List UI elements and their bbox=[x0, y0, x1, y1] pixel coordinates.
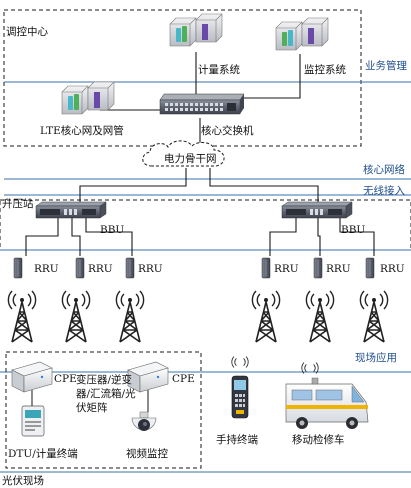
core-network-label: 核心网络 bbox=[363, 164, 405, 176]
power-backbone-label: 电力骨干网 bbox=[164, 153, 217, 165]
cpe-device-icon bbox=[11, 361, 53, 393]
rru-unit-icon bbox=[125, 257, 135, 279]
cpe-left-label: CPE bbox=[54, 373, 77, 385]
video-monitor-label: 视频监控 bbox=[126, 448, 168, 460]
dispatch-center-zone bbox=[3, 9, 362, 147]
inverter-group-label: 变压器/逆变器/汇流箱/光伏矩阵 bbox=[76, 374, 136, 414]
monitoring-system-servers bbox=[275, 17, 329, 51]
field-application-label: 现场应用 bbox=[355, 352, 397, 364]
rru-unit-icon bbox=[13, 257, 23, 279]
connection-wires bbox=[25, 52, 375, 256]
pv-site-zone bbox=[5, 351, 202, 469]
antenna-tower-icon bbox=[115, 290, 145, 343]
metering-system-servers bbox=[169, 13, 223, 47]
rru-unit-icon bbox=[261, 257, 271, 279]
meter-terminal-icon bbox=[21, 405, 45, 437]
rru-label: RRU bbox=[138, 263, 163, 275]
van-icon bbox=[285, 362, 369, 429]
bbu-unit-icon bbox=[35, 201, 107, 219]
dispatch-center-label: 调控中心 bbox=[6, 26, 48, 38]
bbu-right-label: BBU bbox=[341, 224, 366, 236]
business-mgmt-label: 业务管理 bbox=[365, 60, 407, 72]
rru-label: RRU bbox=[88, 263, 113, 275]
substation-label: 升压站 bbox=[2, 198, 34, 210]
monitoring-system-label: 监控系统 bbox=[304, 64, 346, 76]
mobile-repair-van-label: 移动检修车 bbox=[292, 434, 345, 446]
wireless-access-label: 无线接入 bbox=[363, 185, 405, 197]
cloud-icon bbox=[142, 140, 225, 167]
network-switch-icon bbox=[159, 93, 245, 115]
dtu-terminal-label: DTU/计量终端 bbox=[8, 448, 78, 460]
antenna-tower-icon bbox=[7, 290, 37, 343]
rru-unit-icon bbox=[365, 257, 375, 279]
cpe-right-label: CPE bbox=[172, 373, 195, 385]
bbu-left-label: BBU bbox=[100, 224, 125, 236]
rru-label: RRU bbox=[274, 263, 299, 275]
zone-dividers bbox=[0, 9, 411, 473]
handheld-terminal-icon bbox=[231, 356, 249, 419]
antenna-tower-icon bbox=[251, 290, 281, 343]
core-switch-label: 核心交换机 bbox=[201, 125, 254, 137]
rru-unit-icon bbox=[313, 257, 323, 279]
bbu-unit-icon bbox=[281, 201, 353, 219]
dome-camera-icon bbox=[131, 411, 157, 431]
antenna-tower-icon bbox=[305, 290, 335, 343]
rru-label: RRU bbox=[326, 263, 351, 275]
lte-core-servers bbox=[61, 81, 115, 115]
rru-label: RRU bbox=[380, 263, 405, 275]
antenna-tower-icon bbox=[359, 290, 389, 343]
metering-system-label: 计量系统 bbox=[198, 64, 240, 76]
antenna-tower-icon bbox=[61, 290, 91, 343]
pv-site-label: 光伏现场 bbox=[2, 475, 44, 487]
handheld-terminal-label: 手持终端 bbox=[216, 434, 258, 446]
lte-core-label: LTE核心网及网管 bbox=[40, 125, 124, 137]
rru-label: RRU bbox=[34, 263, 59, 275]
rru-unit-icon bbox=[75, 257, 85, 279]
